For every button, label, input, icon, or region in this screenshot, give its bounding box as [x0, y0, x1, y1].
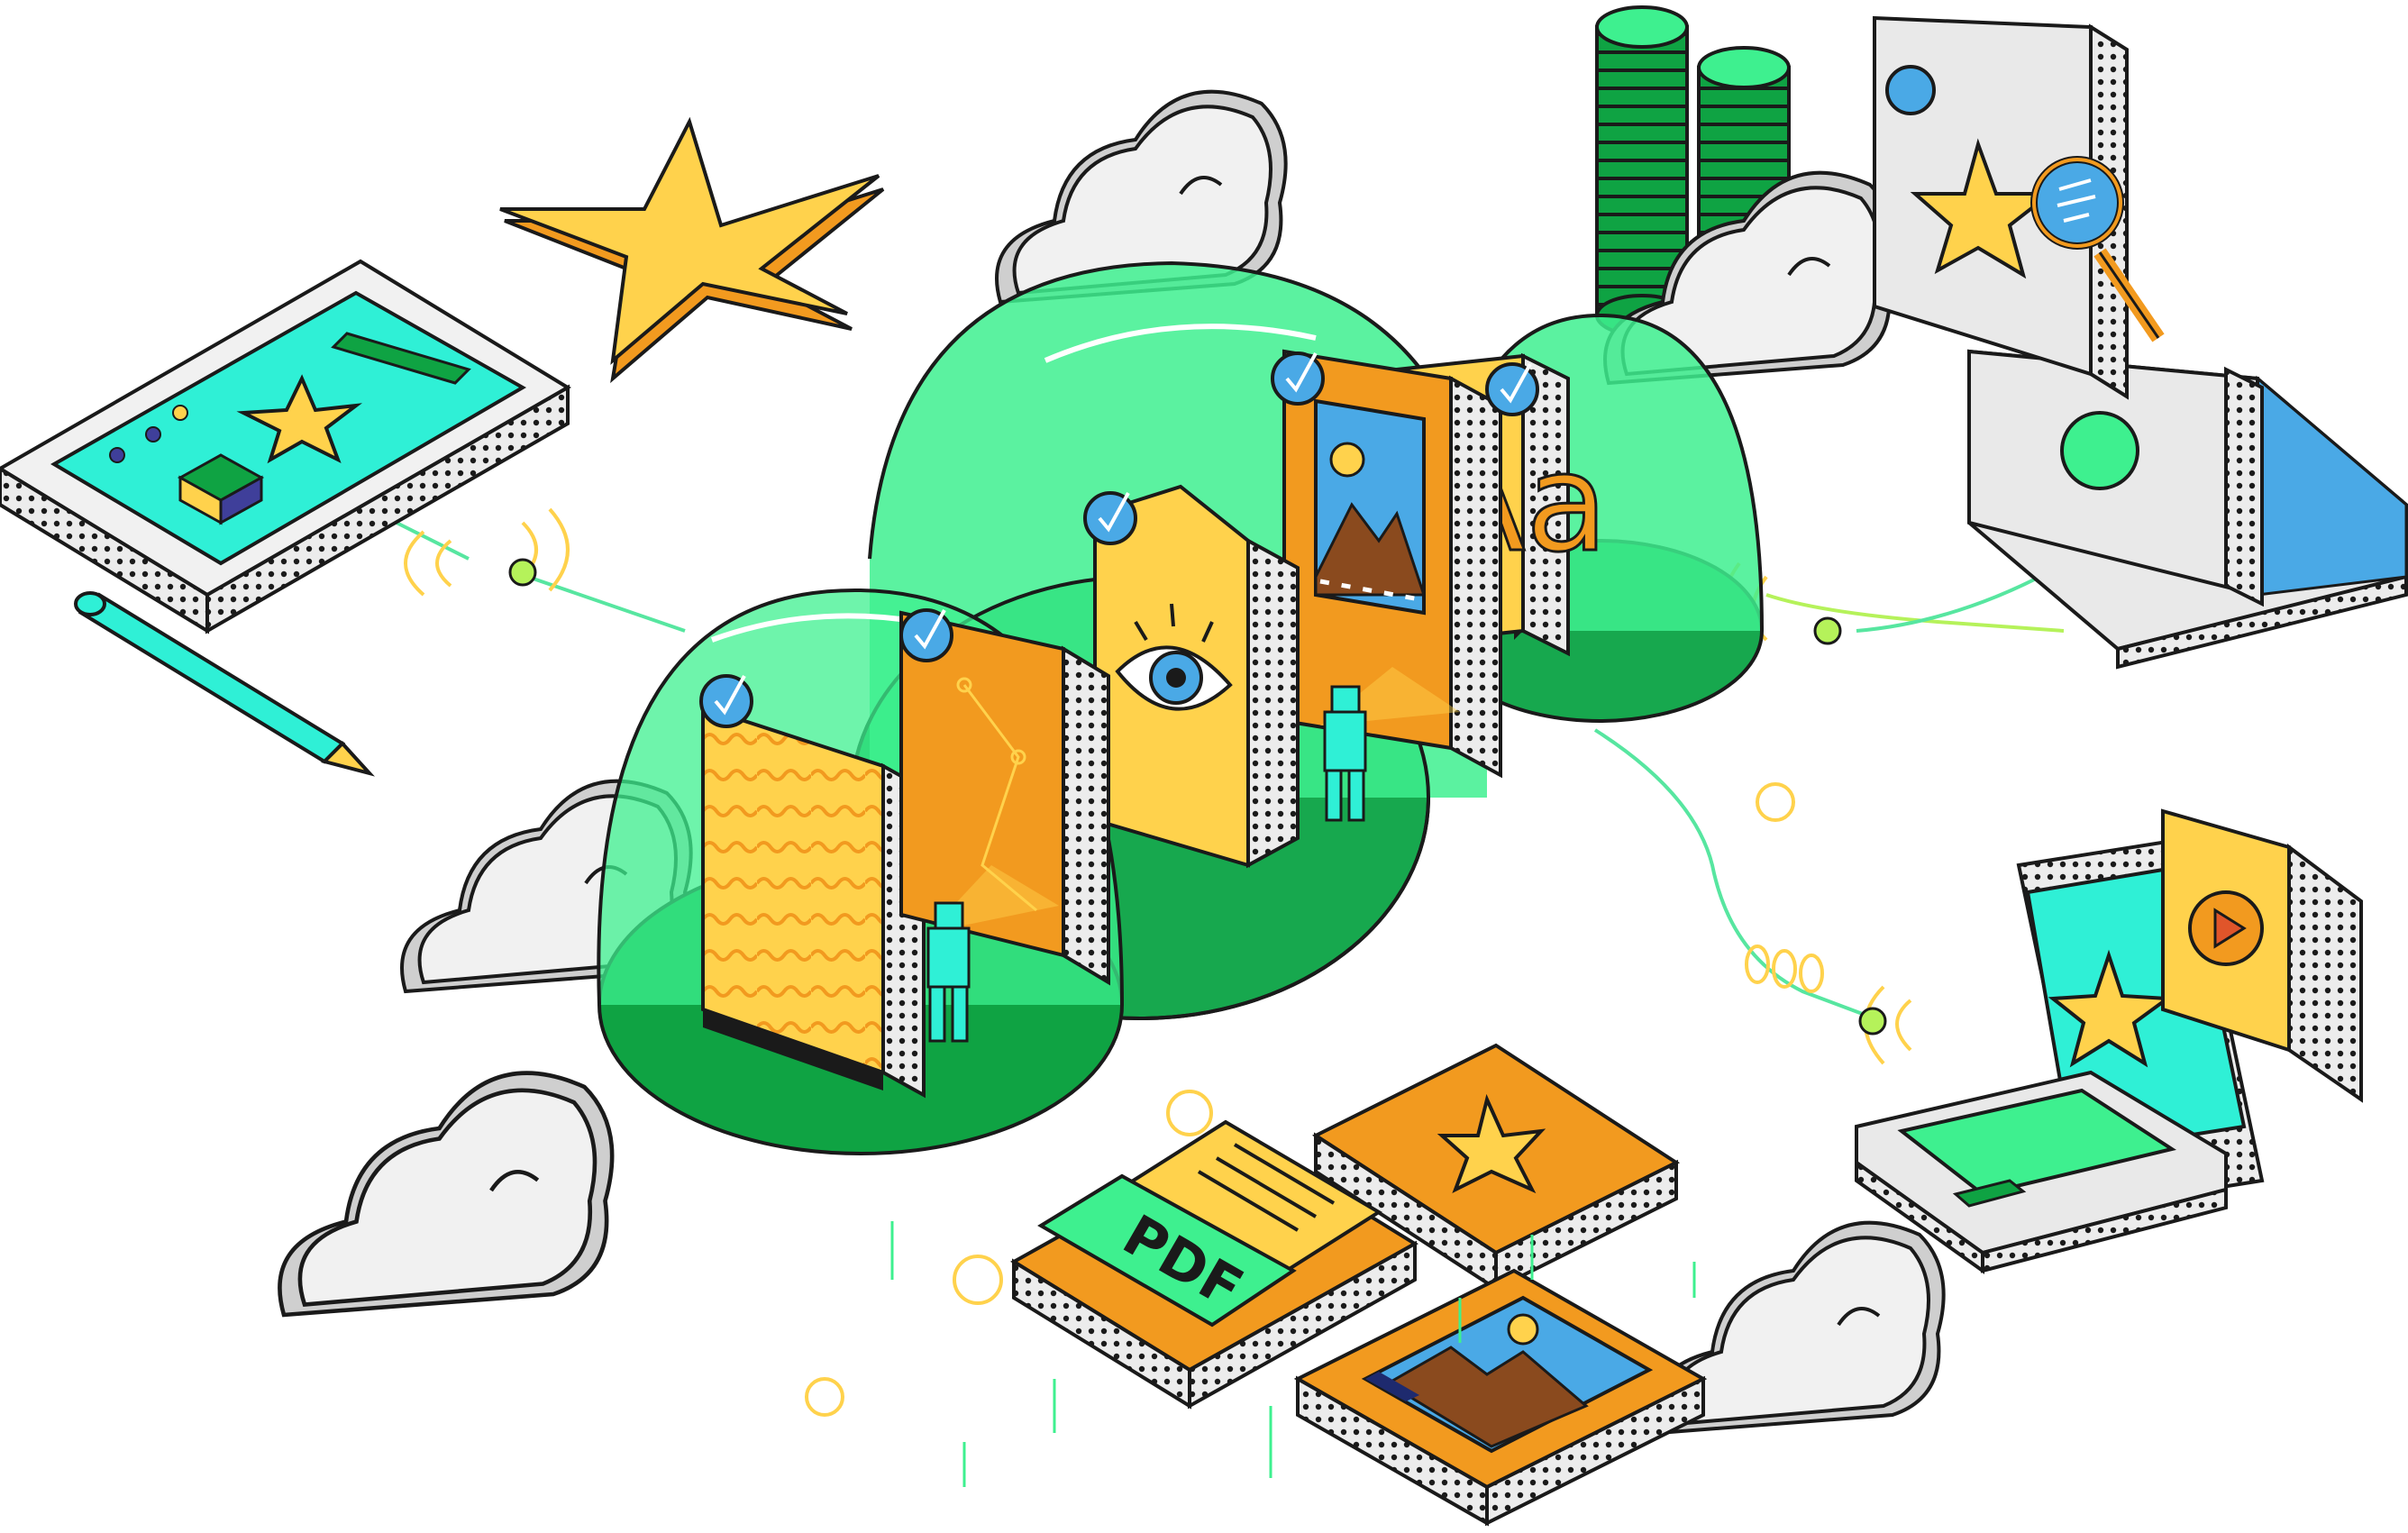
- floating-rings: [805, 782, 1824, 1417]
- cloud-icon: [278, 1071, 615, 1318]
- signal-node: [1858, 1007, 1887, 1036]
- checkmark-badge-icon: [699, 674, 753, 728]
- laptop-icon: [1967, 349, 2408, 670]
- search-card: [1873, 15, 2129, 400]
- checkmark-badge-icon: [1083, 491, 1137, 545]
- checkmark-badge-icon: [1271, 351, 1325, 406]
- robot-icon: [1320, 667, 1460, 822]
- checkmark-badge-icon: [1885, 65, 1936, 115]
- pdf-file-icon: PDF: [1010, 1119, 1418, 1410]
- star-icon: [499, 116, 885, 384]
- checkmark-badge-icon: [1485, 362, 1539, 416]
- signal-node: [1813, 616, 1842, 645]
- star-icon: [236, 374, 362, 464]
- cloud-icon: [995, 89, 1288, 305]
- star-icon: [2048, 949, 2173, 1068]
- document-panel: [701, 705, 926, 1099]
- star-icon: [1437, 1093, 1546, 1194]
- robot-icon: [926, 865, 1059, 1043]
- image-icon: [1293, 1268, 1708, 1527]
- tablet-icon: [0, 259, 571, 634]
- sparkle-lines: [890, 1221, 1696, 1487]
- image-icon: [1282, 349, 1502, 779]
- magnifier-icon: [2030, 156, 2165, 342]
- cloud-icon: [1603, 170, 1896, 386]
- checkmark-badge-icon: [899, 608, 953, 662]
- stylus-icon: [74, 591, 375, 777]
- signal-node: [508, 558, 537, 587]
- vector-panel: [899, 610, 1110, 986]
- cloud-icon: [1653, 1220, 1946, 1436]
- video-card: [2161, 808, 2363, 1103]
